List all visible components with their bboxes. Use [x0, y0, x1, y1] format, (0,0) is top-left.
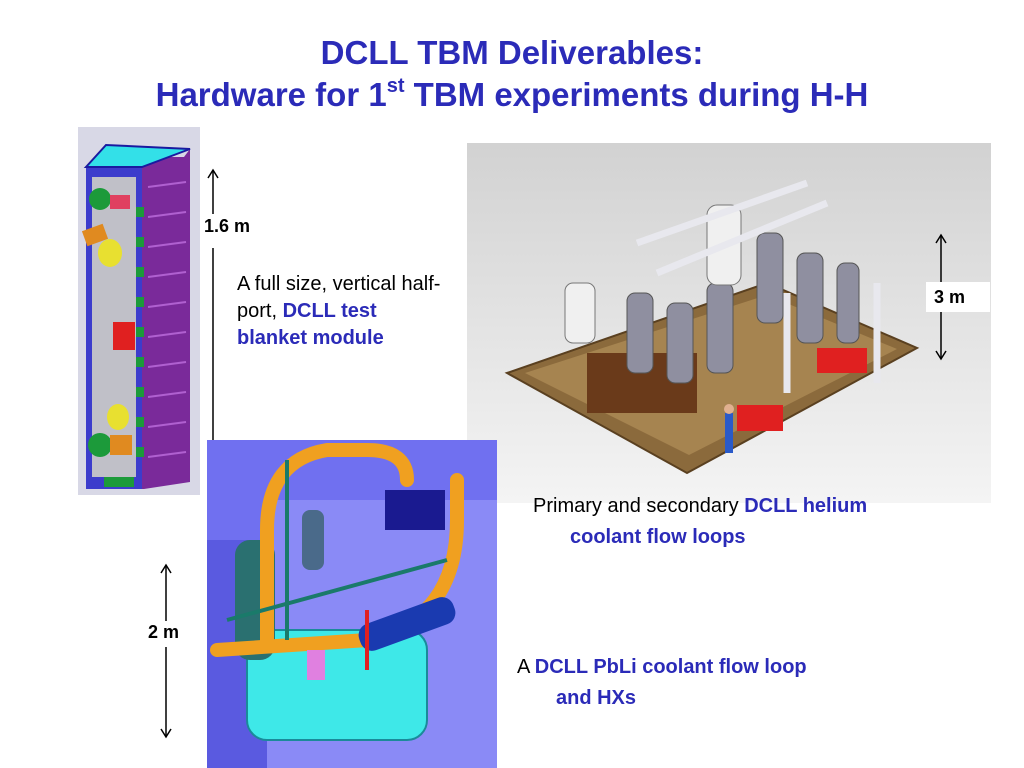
pbli-caption-plain: A: [517, 656, 535, 678]
helium-caption-plain: Primary and secondary: [533, 495, 745, 517]
pbli-height-label: 2 m: [148, 622, 180, 642]
helium-caption-bold: DCLL helium: [744, 495, 868, 517]
title-line-1: DCLL TBM Deliverables:: [320, 34, 704, 71]
helium-height-label: 3 m: [934, 287, 966, 307]
tbm-caption-plain: A full size, vertical half-port,: [237, 273, 441, 322]
tbm-module-image: [78, 127, 200, 495]
helium-caption-line-2: coolant flow loops: [570, 526, 746, 548]
tbm-height-arrow: [207, 168, 219, 466]
pbli-loop-image: [207, 440, 497, 768]
pbli-caption-line-2: and HXs: [556, 687, 637, 709]
tbm-height-label: 1.6 m: [204, 216, 251, 236]
pbli-caption-line-1: A DCLL PbLi coolant flow loop: [517, 654, 977, 681]
tbm-caption: A full size, vertical half-port, DCLL te…: [237, 271, 452, 352]
pbli-caption-bold: DCLL PbLi coolant flow loop: [534, 656, 807, 678]
title-line-2-sup: st: [386, 75, 405, 97]
title-line-2: Hardware for 1st TBM experiments during …: [0, 75, 1024, 115]
title-line-2-post: TBM experiments during H-H: [404, 76, 869, 113]
pbli-height-arrow: [160, 563, 172, 739]
title-line-2-pre: Hardware for 1: [155, 76, 387, 113]
helium-caption-line-1: Primary and secondary DCLL helium: [533, 493, 1003, 520]
helium-loops-image: [467, 143, 991, 503]
tbm-caption-bold: DCLL test blanket module: [237, 300, 384, 349]
helium-height-label-box: [926, 282, 990, 312]
